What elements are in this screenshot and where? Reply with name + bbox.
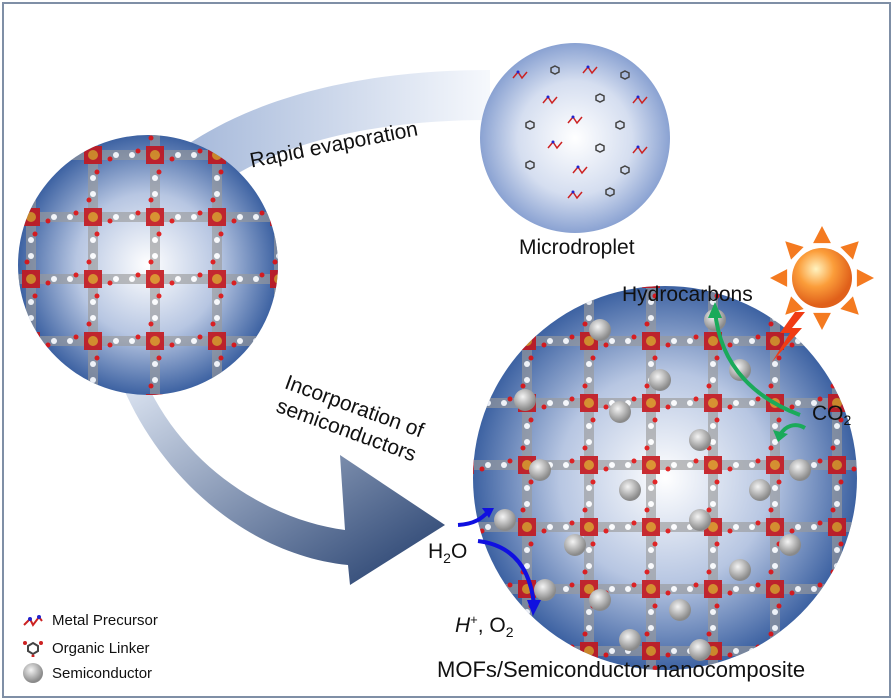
products-label: H+, O2 [455,612,514,640]
microdroplet-sphere [480,43,670,233]
semiconductor-particle [494,509,516,531]
sun-ray [785,296,804,315]
metal-precursor-molecule [547,140,563,150]
metal-precursor-molecule [542,95,558,105]
metal-precursor-molecule [512,70,528,80]
h2o-subscript: 2 [443,550,451,567]
organic-linker-molecule [620,165,630,175]
metal-precursor-molecule [632,145,648,155]
semiconductor-particle [779,534,801,556]
semiconductor-particle [689,429,711,451]
semiconductor-particle [689,639,711,661]
co2-subscript: 2 [843,412,852,429]
o2-text: , O [477,614,506,637]
metal-precursor-molecule [567,190,583,200]
semiconductor-particle [619,479,641,501]
sun-ray [840,296,859,315]
mof-semiconductor-sphere [473,286,857,670]
semiconductor-particle [514,389,536,411]
hplus-superscript: + [470,612,478,627]
sun-ray [856,269,874,287]
semiconductor-particle [564,534,586,556]
metal-precursor-molecule [567,115,583,125]
semiconductor-particle [689,509,711,531]
hplus-h: H [455,614,471,637]
sun-ray [840,241,859,260]
metal-precursor-molecule [632,95,648,105]
legend-label: Organic Linker [52,639,150,657]
sun-ray [813,312,831,330]
semiconductor-particle [589,589,611,611]
semiconductor-particle [619,629,641,651]
organic-linker-molecule [615,120,625,130]
co2-text: CO [812,402,844,425]
metal-precursor-icon [23,614,43,627]
microdroplet-label: Microdroplet [519,236,635,259]
legend-organic-linker: Organic Linker [22,639,150,657]
organic-linker-icon [23,641,43,657]
co2-to-hydrocarbons-arrow [713,309,801,417]
organic-linker-molecule [595,143,605,153]
organic-linker-molecule [620,70,630,80]
co2-label: CO2 [812,402,851,428]
legend-label: Metal Precursor [52,612,158,629]
hydrocarbons-label: Hydrocarbons [622,283,753,306]
semiconductor-particle [609,401,631,423]
organic-linker-molecule [605,187,615,197]
sun-icon [770,226,874,330]
semiconductor-particle [669,599,691,621]
semiconductor-particle [529,459,551,481]
sun-ray [785,241,804,260]
organic-linker-molecule [525,160,535,170]
legend-semiconductor: Semiconductor [22,662,152,684]
h2o-h: H [428,540,444,563]
semiconductor-sphere-icon [23,663,43,683]
semiconductor-particle [589,319,611,341]
h2o-o: O [450,540,468,563]
legend-metal-precursor: Metal Precursor [22,612,158,629]
evaporation-arrow [160,70,490,200]
incorporation-arrow [120,380,445,585]
semiconductor-particle [534,579,556,601]
semiconductor-particle [649,369,671,391]
organic-linker-molecule [550,65,560,75]
metal-precursor-molecule [572,165,588,175]
o2-subscript: 2 [505,624,514,641]
lightning-bolt-icon [772,312,805,362]
composite-title: MOFs/Semiconductor nanocomposite [437,657,806,682]
semiconductor-particle [749,479,771,501]
organic-linker-molecule [595,93,605,103]
h2o-oxidation-arrow [477,539,536,606]
sun-ray [770,269,788,287]
metal-precursor-molecule [582,65,598,75]
semiconductor-particle [729,559,751,581]
h2o-label: H2O [428,540,467,566]
sun-ray [813,226,831,244]
mof-sphere-left [18,135,278,395]
semiconductor-particle [789,459,811,481]
organic-linker-molecule [525,120,535,130]
legend-label: Semiconductor [52,664,153,682]
